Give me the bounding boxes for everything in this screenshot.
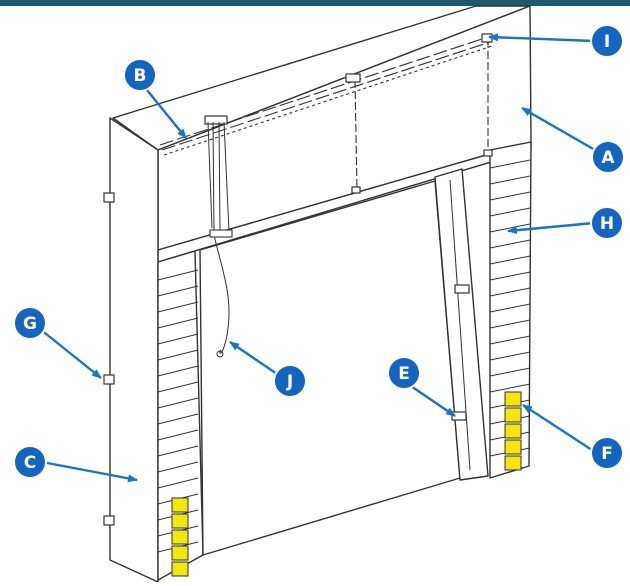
arrow-F bbox=[522, 403, 596, 454]
cord-bracket bbox=[209, 229, 233, 238]
callout-E: E bbox=[387, 356, 421, 390]
right-inner-post bbox=[434, 168, 489, 481]
callout-label-J: J bbox=[286, 372, 293, 392]
callout-markers: A B C E F G H I bbox=[13, 24, 625, 479]
callout-C: C bbox=[13, 445, 47, 479]
pleat-line bbox=[489, 367, 531, 377]
pleat-line bbox=[489, 175, 531, 185]
wall-brackets bbox=[103, 192, 115, 526]
callout-B: B bbox=[123, 58, 157, 92]
yellow-stripes-left bbox=[171, 497, 189, 577]
pleat-line bbox=[157, 301, 199, 313]
callout-label-I: I bbox=[604, 32, 610, 52]
pleat-line bbox=[489, 271, 531, 281]
callout-label-C: C bbox=[24, 453, 36, 473]
pleat-line bbox=[489, 383, 531, 393]
pleat-line bbox=[489, 239, 531, 249]
yellow-stripes-right bbox=[504, 391, 522, 471]
callout-label-H: H bbox=[600, 214, 614, 234]
left-side-outer bbox=[109, 117, 159, 583]
pleat-line bbox=[157, 429, 199, 441]
callout-F: F bbox=[590, 436, 624, 470]
callout-I: I bbox=[590, 24, 624, 58]
pleat-line bbox=[157, 285, 199, 297]
pleat-line bbox=[157, 413, 199, 425]
callout-arrows bbox=[39, 33, 596, 483]
pleat-line bbox=[157, 333, 199, 345]
pleat-line bbox=[157, 349, 199, 361]
arrow-G bbox=[39, 328, 102, 379]
callout-H: H bbox=[590, 206, 624, 240]
pleat-line bbox=[489, 207, 531, 217]
top-bar bbox=[0, 0, 630, 6]
callout-J: J bbox=[273, 364, 307, 398]
callout-label-G: G bbox=[23, 314, 37, 334]
arrow-B bbox=[141, 83, 187, 139]
callout-A: A bbox=[591, 140, 625, 174]
pleat-line bbox=[489, 255, 531, 265]
pleat-line bbox=[489, 319, 531, 329]
callout-label-A: A bbox=[601, 148, 615, 168]
pleat-line bbox=[157, 381, 199, 393]
arrow-A bbox=[521, 106, 596, 152]
callout-label-E: E bbox=[398, 364, 410, 384]
pleat-line bbox=[157, 461, 199, 473]
pleat-line bbox=[489, 287, 531, 297]
left-curtain-pleats bbox=[157, 269, 199, 553]
pleat-line bbox=[157, 445, 199, 457]
pleat-line bbox=[157, 269, 199, 281]
header-cables bbox=[159, 36, 493, 191]
callout-label-F: F bbox=[601, 444, 613, 464]
pleat-line bbox=[489, 159, 531, 169]
arrow-J bbox=[229, 341, 281, 377]
pleat-line bbox=[157, 397, 199, 409]
arrow-E bbox=[404, 381, 456, 417]
arrow-H bbox=[507, 221, 595, 235]
arrow-I bbox=[488, 33, 595, 43]
post-cable bbox=[449, 179, 471, 471]
pleat-line bbox=[157, 317, 199, 329]
pleat-line bbox=[489, 351, 531, 361]
pleat-line bbox=[157, 477, 199, 489]
pull-cords bbox=[207, 121, 230, 358]
callout-G: G bbox=[13, 306, 47, 340]
pleat-line bbox=[489, 303, 531, 313]
arrow-C bbox=[41, 460, 138, 483]
callout-label-B: B bbox=[134, 66, 147, 86]
pleat-line bbox=[157, 365, 199, 377]
pleat-line bbox=[489, 335, 531, 345]
pulleys bbox=[204, 33, 493, 194]
pleat-line bbox=[489, 191, 531, 201]
